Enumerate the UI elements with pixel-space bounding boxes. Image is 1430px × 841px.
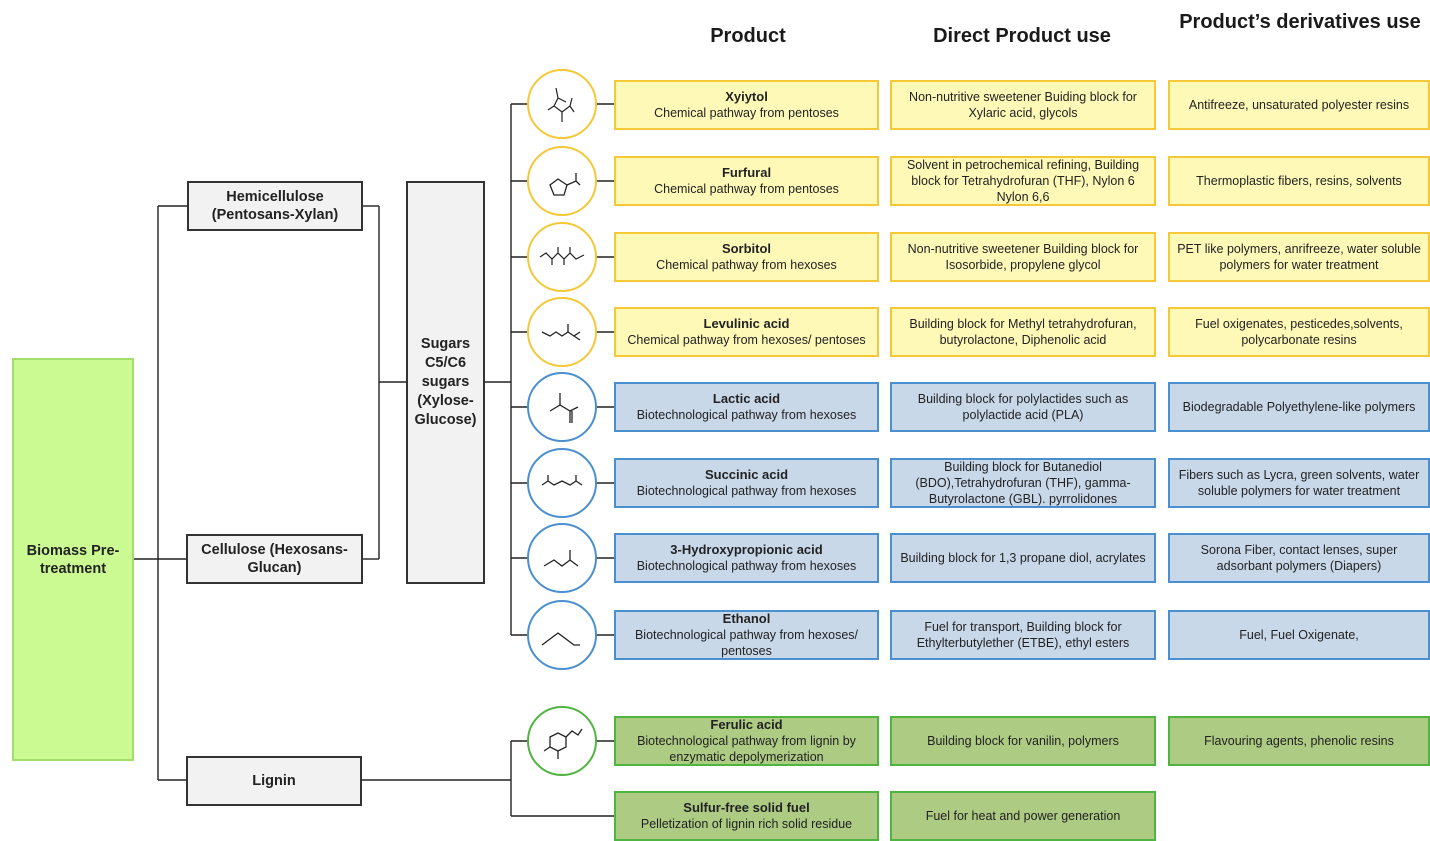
direct-use-box: Building block for vanilin, polymers	[890, 716, 1156, 766]
product-name: Ferulic acid	[710, 717, 783, 732]
product-pathway: Chemical pathway from pentoses	[654, 106, 839, 120]
product-pathway: Biotechnological pathway from hexoses	[636, 559, 857, 573]
product-pathway: Biotechnological pathway from hexoses/ p…	[634, 628, 859, 658]
direct-use-text: Non-nutritive sweetener Building block f…	[907, 242, 1139, 272]
direct-use-box: Non-nutritive sweetener Buiding block fo…	[890, 80, 1156, 130]
header-derivatives-use: Product’s derivatives use	[1179, 11, 1421, 33]
derivatives-use-box: Fuel oxigenates, pesticedes,solvents, po…	[1168, 307, 1430, 357]
product-pathway: Chemical pathway from hexoses	[656, 258, 837, 272]
furfural-molecule-icon	[527, 146, 597, 216]
direct-use-box: Fuel for transport, Building block for E…	[890, 610, 1156, 660]
derivatives-use-text: Sorona Fiber, contact lenses, super adso…	[1200, 543, 1398, 573]
direct-use-box: Solvent in petrochemical refining, Build…	[890, 156, 1156, 206]
derivatives-use-box: Sorona Fiber, contact lenses, super adso…	[1168, 533, 1430, 583]
direct-use-text: Fuel for heat and power generation	[925, 809, 1121, 823]
direct-use-box: Building block for 1,3 propane diol, acr…	[890, 533, 1156, 583]
direct-use-box: Building block for Methyl tetrahydrofura…	[890, 307, 1156, 357]
derivatives-use-text: PET like polymers, anrifreeze, water sol…	[1177, 242, 1421, 272]
direct-use-text: Non-nutritive sweetener Buiding block fo…	[909, 90, 1137, 120]
direct-use-box: Fuel for heat and power generation	[890, 791, 1156, 841]
sugars-label: Sugars C5/C6 sugars (Xylose- Glucose)	[414, 336, 477, 428]
cellulose-box: Cellulose (Hexosans-Glucan)	[186, 534, 363, 584]
biomass-box: Biomass Pre-treatment	[12, 358, 134, 761]
derivatives-use-text: Fibers such as Lycra, green solvents, wa…	[1178, 468, 1420, 498]
product-name: Xyiytol	[725, 89, 768, 104]
product-name: Succinic acid	[704, 467, 789, 482]
direct-use-text: Building block for vanilin, polymers	[927, 734, 1119, 748]
direct-use-box: Non-nutritive sweetener Building block f…	[890, 232, 1156, 282]
header-direct-use: Direct Product use	[933, 25, 1111, 47]
derivatives-use-text: Thermoplastic fibers, resins, solvents	[1196, 174, 1402, 188]
derivatives-use-box: Biodegradable Polyethylene-like polymers	[1168, 382, 1430, 432]
derivatives-use-text: Fuel, Fuel Oxigenate,	[1239, 628, 1359, 642]
derivatives-use-box: Antifreeze, unsaturated polyester resins	[1168, 80, 1430, 130]
derivatives-use-box: PET like polymers, anrifreeze, water sol…	[1168, 232, 1430, 282]
direct-use-text: Building block for 1,3 propane diol, acr…	[900, 551, 1146, 565]
derivatives-use-text: Biodegradable Polyethylene-like polymers	[1182, 400, 1416, 414]
product-name: Lactic acid	[712, 391, 781, 406]
xylitol-molecule-icon	[527, 69, 597, 139]
direct-use-text: Building block for Butanediol (BDO),Tetr…	[915, 460, 1131, 506]
product-name: 3-Hydroxypropionic acid	[670, 542, 823, 557]
cellulose-label: Cellulose (Hexosans-Glucan)	[201, 542, 348, 576]
product-pathway: Chemical pathway from pentoses	[654, 182, 839, 196]
levulinic-acid-molecule-icon	[527, 297, 597, 367]
hydroxypropionic-acid-molecule-icon	[527, 523, 597, 593]
product-name: Sulfur-free solid fuel	[683, 800, 810, 815]
derivatives-use-box: Fibers such as Lycra, green solvents, wa…	[1168, 458, 1430, 508]
direct-use-text: Building block for Methyl tetrahydrofura…	[909, 317, 1137, 347]
derivatives-use-box: Flavouring agents, phenolic resins	[1168, 716, 1430, 766]
product-name: Ethanol	[722, 611, 771, 626]
succinic-acid-molecule-icon	[527, 448, 597, 518]
direct-use-text: Solvent in petrochemical refining, Build…	[906, 158, 1140, 204]
biomass-label: Biomass Pre-treatment	[26, 542, 120, 577]
product-name: Sorbitol	[721, 241, 772, 256]
direct-use-text: Fuel for transport, Building block for E…	[916, 620, 1130, 650]
product-name: Levulinic acid	[703, 316, 790, 331]
derivatives-use-box: Thermoplastic fibers, resins, solvents	[1168, 156, 1430, 206]
product-pathway: Biotechnological pathway from hexoses	[636, 408, 857, 422]
product-pathway: Chemical pathway from hexoses/ pentoses	[627, 333, 866, 347]
derivatives-use-text: Flavouring agents, phenolic resins	[1204, 734, 1394, 748]
derivatives-use-text: Fuel oxigenates, pesticedes,solvents, po…	[1195, 317, 1403, 347]
hemicellulose-label: Hemicellulose (Pentosans-Xylan)	[211, 189, 339, 223]
sorbitol-molecule-icon	[527, 222, 597, 292]
hemicellulose-box: Hemicellulose (Pentosans-Xylan)	[187, 181, 363, 231]
direct-use-box: Building block for polylactides such as …	[890, 382, 1156, 432]
product-name: Furfural	[721, 165, 772, 180]
header-product: Product	[710, 25, 786, 47]
direct-use-text: Building block for polylactides such as …	[917, 392, 1129, 422]
product-pathway: Pelletization of lignin rich solid resid…	[640, 817, 853, 831]
ethanol-molecule-icon	[527, 600, 597, 670]
product-pathway: Biotechnological pathway from lignin by …	[637, 734, 856, 764]
derivatives-use-text: Antifreeze, unsaturated polyester resins	[1188, 98, 1410, 112]
sugars-box: Sugars C5/C6 sugars (Xylose- Glucose)	[406, 181, 485, 584]
ferulic-acid-molecule-icon	[527, 706, 597, 776]
lignin-box: Lignin	[186, 756, 362, 806]
lignin-label: Lignin	[252, 773, 296, 789]
derivatives-use-box: Fuel, Fuel Oxigenate,	[1168, 610, 1430, 660]
product-pathway: Biotechnological pathway from hexoses	[636, 484, 857, 498]
lactic-acid-molecule-icon	[527, 372, 597, 442]
direct-use-box: Building block for Butanediol (BDO),Tetr…	[890, 458, 1156, 508]
